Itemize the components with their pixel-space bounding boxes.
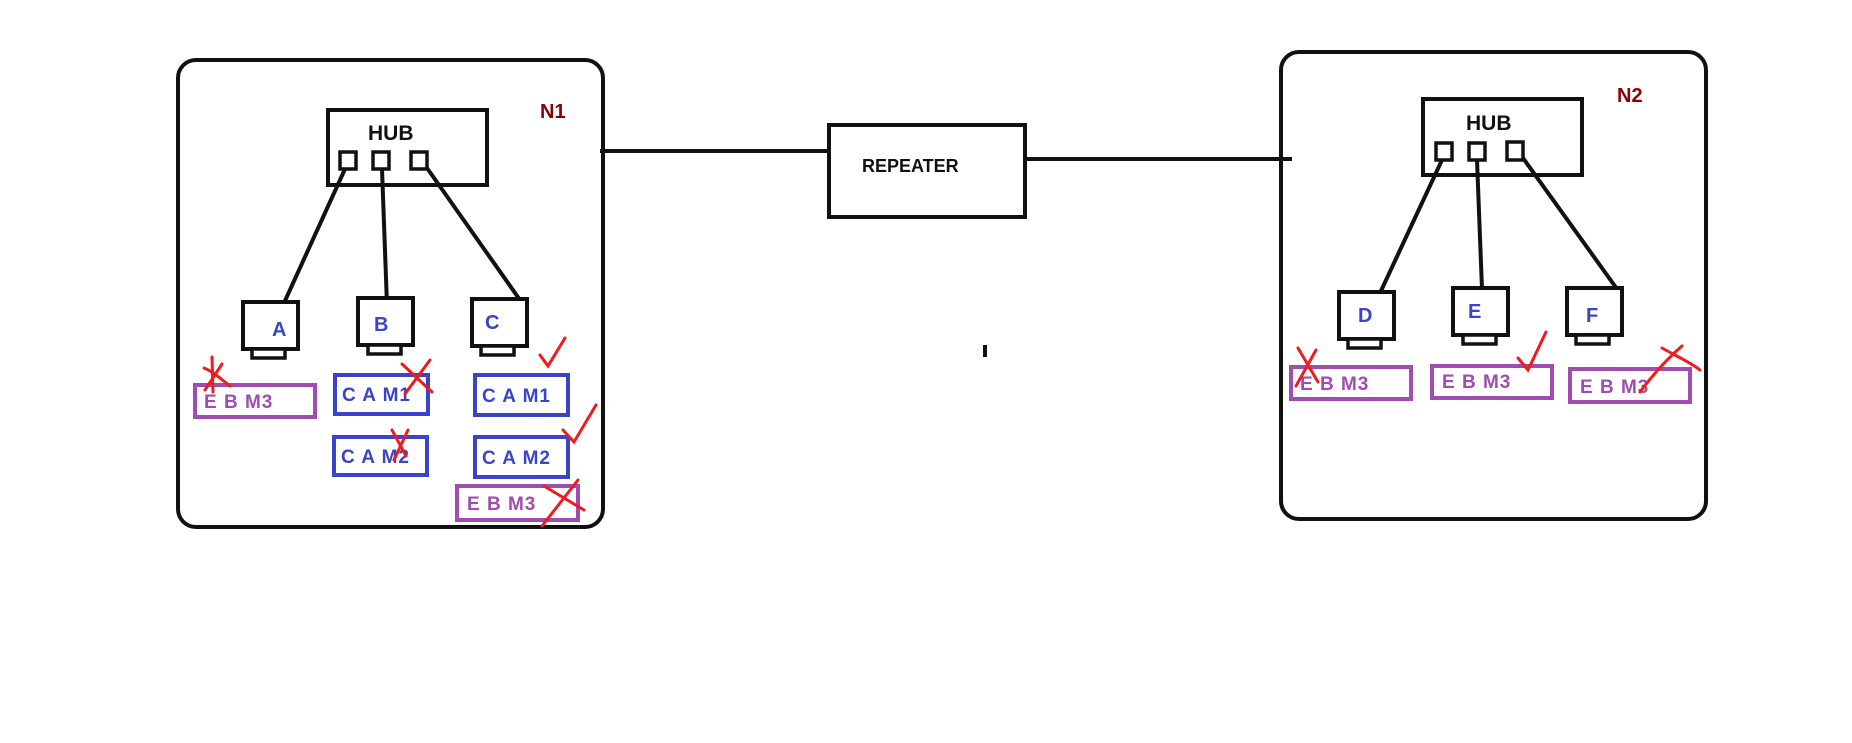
msg-d-ebm3: E B M3 xyxy=(1300,374,1369,395)
msg-box-c-ebm3 xyxy=(455,484,580,522)
n2-hub-box xyxy=(1421,97,1584,177)
node-c-monitor xyxy=(470,297,529,348)
mark-e-ebm3-tick xyxy=(1516,330,1548,373)
mark-f-ebm3-cross xyxy=(1638,344,1702,394)
msg-b-cam2: C A M2 xyxy=(341,447,410,468)
n2-wire-d xyxy=(1378,159,1444,294)
node-a-label: A xyxy=(272,319,286,341)
mark-b-cam1-cross xyxy=(400,358,434,396)
n2-wire-e xyxy=(1475,159,1484,290)
network-n2-label: N2 xyxy=(1617,85,1643,107)
network-n1-label: N1 xyxy=(540,101,566,123)
n2-hub-port-3 xyxy=(1505,140,1525,162)
msg-c-ebm3: E B M3 xyxy=(467,494,536,515)
mark-c-ebm3-cross xyxy=(540,478,586,528)
msg-e-ebm3: E B M3 xyxy=(1442,372,1511,393)
msg-c-cam2: C A M2 xyxy=(482,448,551,469)
node-d-label: D xyxy=(1358,305,1372,327)
msg-box-f-ebm3 xyxy=(1568,367,1692,404)
node-c-stand xyxy=(479,344,516,357)
node-e-label: E xyxy=(1468,301,1481,323)
msg-box-a-ebm3 xyxy=(193,383,317,419)
n2-wire-f xyxy=(1521,156,1619,291)
n1-hub-port-1 xyxy=(338,150,358,171)
node-d-stand xyxy=(1346,337,1383,350)
network-n2-box xyxy=(1279,50,1708,521)
node-f-label: F xyxy=(1586,305,1598,327)
repeater-label: REPEATER xyxy=(862,156,959,176)
node-a-stand xyxy=(250,347,287,360)
msg-box-e-ebm3 xyxy=(1430,364,1554,400)
n2-hub-port-2 xyxy=(1467,141,1487,162)
stray-mark xyxy=(983,345,987,357)
mark-d-ebm3-cross xyxy=(1294,346,1320,388)
msg-box-c-cam1 xyxy=(473,373,570,417)
node-f-monitor xyxy=(1565,286,1624,337)
node-f-stand xyxy=(1574,333,1611,346)
network-n1-box xyxy=(176,58,605,529)
msg-f-ebm3: E B M3 xyxy=(1580,377,1649,398)
n1-hub-box xyxy=(326,108,489,187)
node-d-monitor xyxy=(1337,290,1396,341)
node-b-label: B xyxy=(374,314,388,336)
n2-hub-port-1 xyxy=(1434,141,1454,162)
n2-hub-label: HUB xyxy=(1466,112,1512,135)
repeater-box xyxy=(827,123,1027,219)
msg-box-b-cam2 xyxy=(332,435,429,477)
mark-b-cam2-cross xyxy=(390,428,410,462)
msg-box-b-cam1 xyxy=(333,373,430,416)
msg-c-cam1: C A M1 xyxy=(482,386,551,407)
n1-hub-port-2 xyxy=(371,150,391,171)
msg-box-c-cam2 xyxy=(473,435,570,479)
msg-box-d-ebm3 xyxy=(1289,365,1413,401)
node-e-stand xyxy=(1461,333,1498,346)
msg-b-cam1: C A M1 xyxy=(342,385,411,406)
n1-hub-label: HUB xyxy=(368,122,414,145)
node-e-monitor xyxy=(1451,286,1510,337)
n1-wire-b xyxy=(380,168,389,306)
n1-wire-a xyxy=(282,168,347,304)
node-b-stand xyxy=(366,343,403,356)
msg-a-ebm3: E B M3 xyxy=(204,392,273,413)
node-c-label: C xyxy=(485,312,499,334)
n1-wire-c xyxy=(425,166,522,302)
n1-hub-port-3 xyxy=(409,150,429,171)
mark-c-cam2-tick xyxy=(561,403,598,445)
mark-c-cam1-tick xyxy=(538,336,567,369)
mark-a-ebm3-cross xyxy=(202,355,232,394)
node-a-monitor xyxy=(241,300,300,351)
